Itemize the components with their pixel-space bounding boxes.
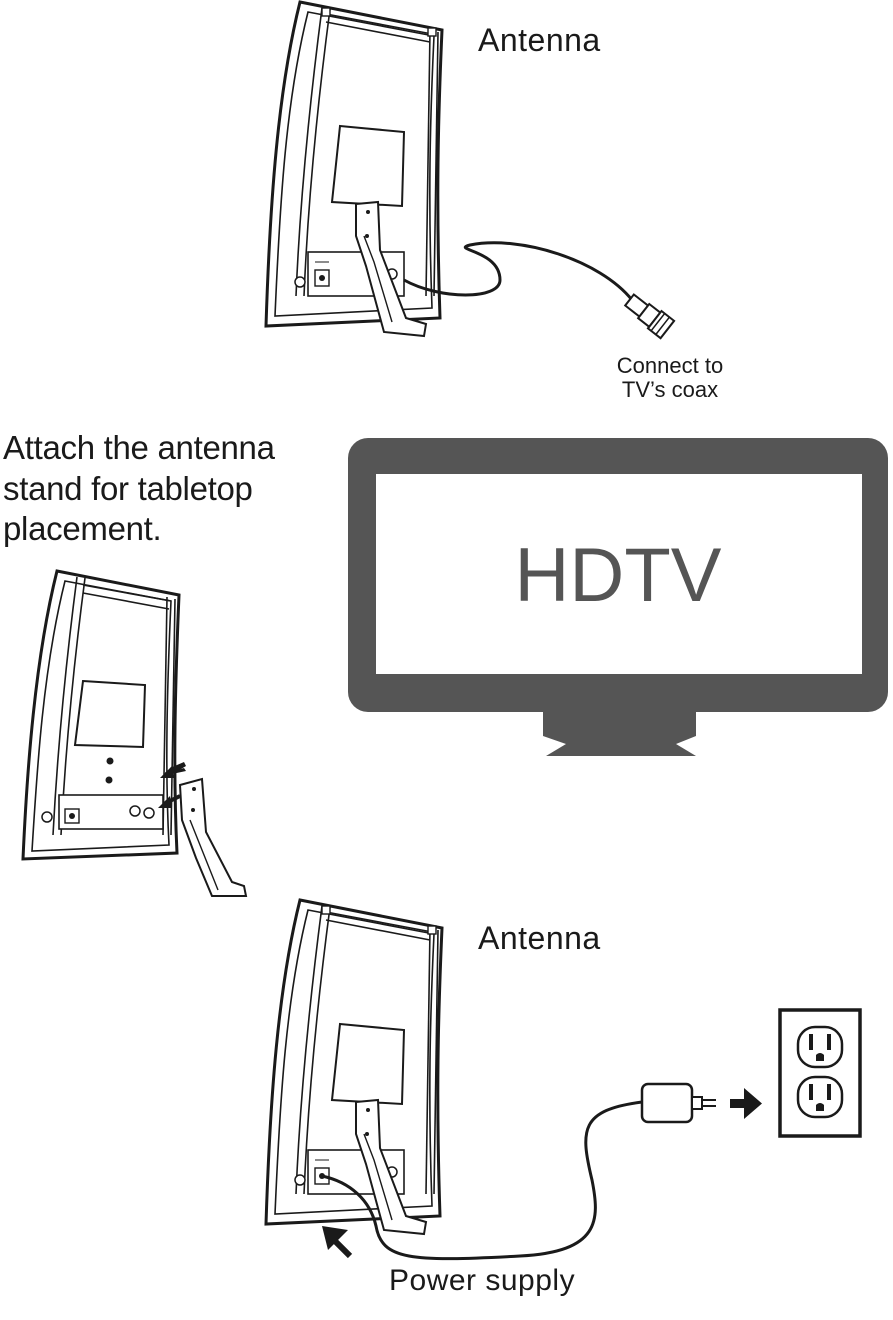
coax-label: Connect to TV’s coax xyxy=(600,353,740,403)
antenna-middle-icon xyxy=(21,569,181,861)
tv-screen-label: HDTV xyxy=(515,533,722,618)
coax-label-line2: TV’s coax xyxy=(621,377,719,403)
antenna-stand-loose-icon xyxy=(178,777,248,897)
power-supply-label: Power supply xyxy=(389,1264,576,1297)
antenna-bottom-label: Antenna xyxy=(478,920,601,956)
arrow-icon xyxy=(322,1226,353,1259)
coax-label-line1: Connect to xyxy=(616,353,724,378)
antenna-top-label: Antenna xyxy=(478,22,601,58)
power-adapter-icon xyxy=(640,1082,716,1124)
antenna-bottom-icon xyxy=(264,898,862,1261)
arrow-icon xyxy=(730,1088,762,1119)
attach-instruction: Attach the antenna stand for tabletop pl… xyxy=(3,429,275,548)
wall-outlet-icon xyxy=(778,1008,862,1138)
tv-icon: HDTV xyxy=(348,438,888,756)
arrow-icon xyxy=(158,762,186,808)
coax-connector-icon xyxy=(623,293,676,340)
antenna-top-icon xyxy=(264,0,676,340)
